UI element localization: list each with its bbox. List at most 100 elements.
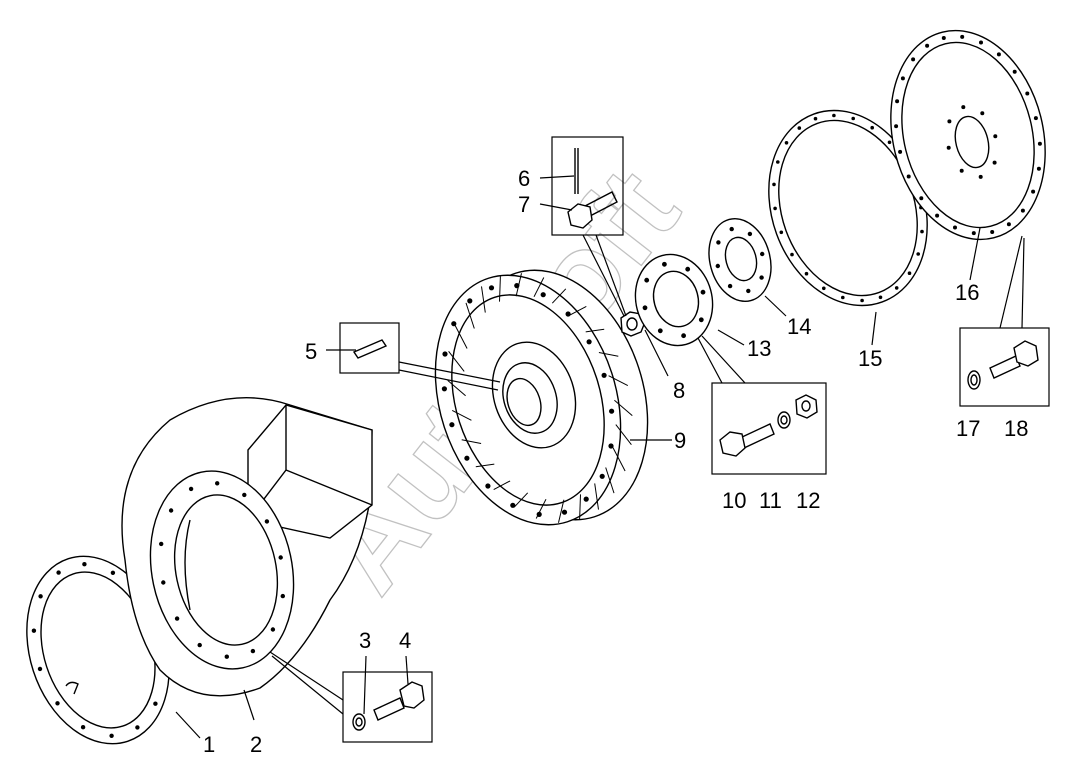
bolt-hole (729, 226, 734, 232)
bolt-hole (960, 34, 965, 39)
bolt-hole (1037, 141, 1042, 146)
callout-11: 11 (759, 488, 782, 513)
callout-16: 16 (955, 280, 979, 305)
bolt-hole (919, 196, 924, 201)
bolt-hole (978, 174, 983, 179)
bolt-hole (980, 111, 985, 116)
impeller-blade (585, 328, 605, 333)
bolt-hole (959, 168, 964, 173)
bolt-hole (925, 43, 930, 48)
impeller-blade (615, 424, 632, 446)
bolt-hole (715, 263, 720, 269)
bolt-hole (467, 298, 473, 304)
bolt-hole (168, 508, 174, 513)
bolt-hole (38, 594, 43, 599)
bolt-hole (906, 174, 911, 179)
callout-18: 18 (1004, 416, 1028, 441)
bolt-hole (608, 443, 614, 449)
bolt-hole (804, 271, 809, 276)
callout-6: 6 (518, 166, 530, 191)
bolt-hole (979, 40, 983, 45)
bolt-hole (441, 386, 447, 392)
bolt-hole (642, 305, 648, 311)
bolt-hole (188, 486, 194, 492)
part-2-fan-housing (121, 397, 373, 697)
bolt-hole (1033, 116, 1038, 121)
bolt-hole (776, 160, 780, 164)
bolt-hole (242, 492, 247, 498)
bolt-hole (586, 339, 592, 345)
callout-4: 4 (399, 628, 411, 653)
bolt-hole (1031, 189, 1036, 194)
bolt-hole (911, 57, 916, 62)
bolt-hole (860, 298, 864, 303)
bolt-hole (657, 328, 663, 334)
bolt-hole (747, 231, 753, 237)
impeller-blade (551, 288, 567, 304)
bolt-hole (153, 701, 158, 706)
callout-5: 5 (305, 339, 317, 364)
bolt-hole (746, 288, 751, 294)
impeller-blade (481, 286, 486, 313)
bolt-hole (514, 283, 520, 289)
bolt-hole (31, 628, 37, 633)
detail-box-10-11-12 (711, 382, 827, 475)
bolt-hole (773, 206, 777, 211)
bolt-hole (822, 286, 826, 291)
bolt-hole (599, 473, 605, 479)
bolt-hole (907, 271, 912, 276)
bolt-hole (270, 627, 276, 632)
bolt-hole (920, 229, 924, 234)
bolt-hole (540, 292, 546, 298)
bolt-hole (996, 52, 1001, 57)
impeller-blade (605, 467, 615, 494)
bolt-hole (662, 261, 667, 267)
bolt-hole (759, 275, 764, 280)
bolt-hole (510, 502, 516, 508)
bolt-hole (993, 134, 998, 139)
impeller-blade (475, 463, 495, 468)
callout-10: 10 (722, 488, 746, 513)
impeller-blade (493, 480, 511, 491)
bolt-hole (80, 725, 86, 730)
bolt-hole (278, 555, 283, 560)
bolt-hole (161, 580, 166, 585)
bolt-hole (1025, 91, 1030, 96)
callout-13: 13 (747, 336, 771, 361)
bolt-hole (264, 519, 270, 524)
callout-12: 12 (796, 488, 820, 513)
part-13-flange (634, 253, 714, 347)
bolt-hole (790, 252, 794, 257)
bolt-hole (82, 562, 87, 567)
bolt-hole (971, 231, 976, 236)
detail-box-17-18 (959, 327, 1050, 407)
bolt-hole (716, 240, 721, 245)
impeller-blade (608, 375, 629, 387)
leader-lines (175, 175, 1025, 739)
bolt-hole (561, 509, 568, 515)
bolt-hole (488, 285, 495, 291)
bolt-hole (601, 372, 607, 378)
bolt-hole (110, 570, 116, 575)
bolt-hole (894, 286, 899, 290)
bolt-hole (442, 351, 448, 357)
bolt-hole (135, 725, 140, 730)
impeller-blade (454, 324, 468, 349)
impeller-blade (569, 305, 587, 316)
bolt-hole (832, 113, 836, 118)
callout-9: 9 (674, 428, 686, 453)
detail-box-6-7 (551, 136, 624, 236)
bolt-hole (644, 277, 650, 283)
bolt-hole (894, 124, 899, 129)
impeller-blade (598, 352, 619, 357)
impeller-blade (447, 380, 466, 397)
bolt-hole (224, 654, 229, 659)
impeller-blade (513, 492, 529, 508)
bolt-hole (685, 266, 691, 272)
impeller-blade (499, 276, 501, 302)
bolt-hole (464, 455, 470, 461)
part-9-impeller (434, 269, 649, 526)
impeller-blade (465, 302, 475, 329)
callout-3: 3 (359, 628, 371, 653)
bolt-hole (174, 616, 180, 621)
